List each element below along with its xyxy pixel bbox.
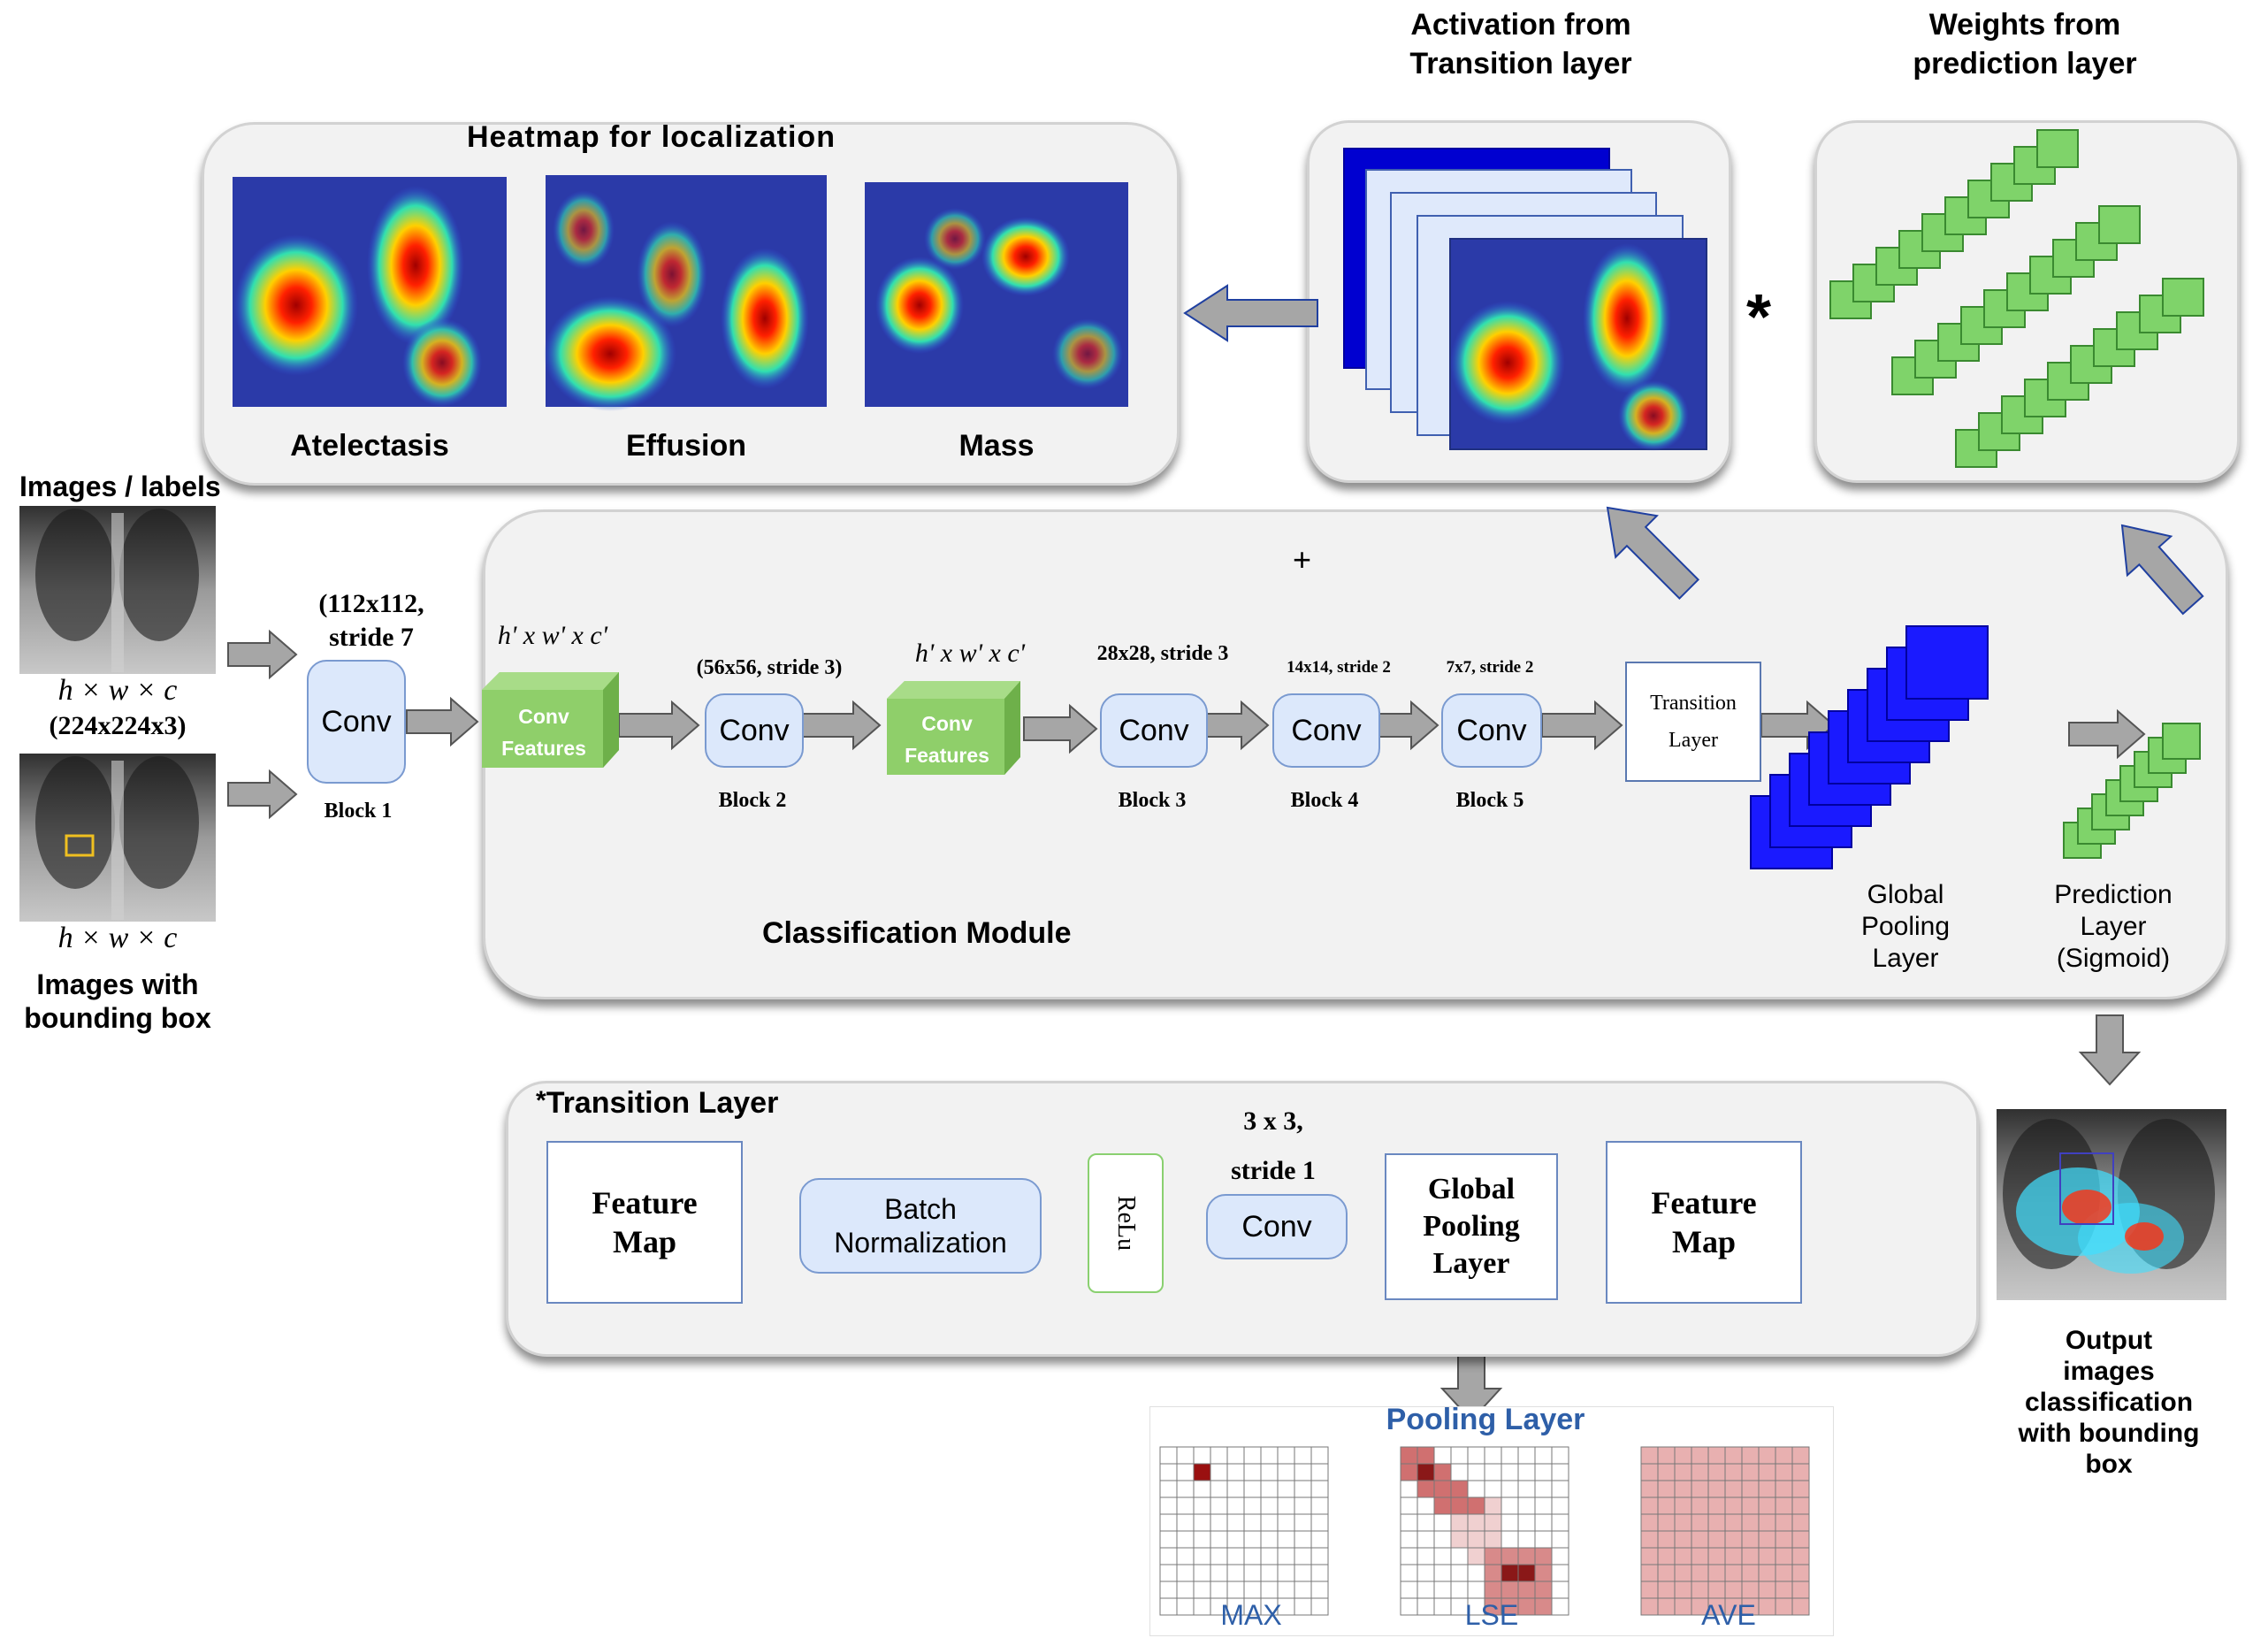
activation-title: Activation from Transition layer [1409,8,1632,80]
output-label: Output images classification with boundi… [2018,1326,2200,1479]
classification-module-title: Classification Module [762,916,1072,950]
pooling-label-ave: AVE [1701,1599,1756,1631]
inputs-dims-top: h × w × c [57,674,178,707]
tp-conv-spec: 3 x 3, stride 1 [1231,1106,1316,1185]
heatmap-panel-title: Heatmap for localization [467,120,836,154]
weights-title: Weights from prediction layer [1913,8,2137,80]
activation-panel [1307,120,1731,483]
tp-feature-map-out: Feature Map [1606,1141,1802,1304]
features2-label: Conv Features [905,712,989,767]
block3-name: Block 3 [1118,789,1187,812]
block1-spec: (112x112, stride 7 [318,589,424,652]
tp-conv: Conv [1206,1194,1348,1259]
inputs-label-bottom: Images with bounding box [24,968,211,1034]
transition-panel-title: *Transition Layer [536,1086,779,1120]
tp-relu: ReLu [1088,1153,1164,1293]
features1-dims: h' x w' x c' [497,621,608,650]
block2-name: Block 2 [718,789,787,812]
block3-spec: 28x28, stride 3 [1096,642,1229,665]
heatmap-label-atelectasis: Atelectasis [290,429,449,463]
inputs-dims-bottom: h × w × c [57,922,178,954]
block5-name: Block 5 [1455,789,1524,812]
block4-spec: 14x14, stride 2 [1287,658,1391,677]
block5-conv: Conv [1441,693,1542,768]
tp-batch-norm: Batch Normalization [799,1178,1042,1274]
plus-symbol: + [1293,541,1312,578]
block2-spec: (56x56, stride 3) [696,656,843,679]
tp-feature-map-in: Feature Map [546,1141,743,1304]
block4-conv: Conv [1272,693,1380,768]
pooling-title: Pooling Layer [1386,1403,1585,1436]
features2-dims: h' x w' x c' [914,639,1026,668]
block3-conv: Conv [1100,693,1208,768]
inputs-label-top: Images / labels [19,471,221,502]
prediction-layer-label: Prediction Layer (Sigmoid) [2054,880,2173,973]
block2-conv: Conv [705,693,804,768]
weights-panel [1814,120,2240,483]
heatmap-label-effusion: Effusion [626,429,746,463]
block1-conv: Conv [307,660,406,784]
block1-name: Block 1 [324,800,393,823]
block4-name: Block 4 [1290,789,1359,812]
multiply-symbol: * [1746,282,1772,353]
block5-spec: 7x7, stride 2 [1446,658,1534,677]
inputs-size-top: (224x224x3) [49,711,187,740]
heatmap-label-mass: Mass [958,429,1035,463]
pooling-label-max: MAX [1220,1599,1282,1631]
transition-layer-box: Transition Layer [1625,662,1761,782]
features1-label: Conv Features [501,705,586,760]
pooling-label-lse: LSE [1464,1599,1519,1631]
tp-global-pooling: Global Pooling Layer [1385,1153,1558,1300]
global-pooling-label: Global Pooling Layer [1860,880,1951,973]
